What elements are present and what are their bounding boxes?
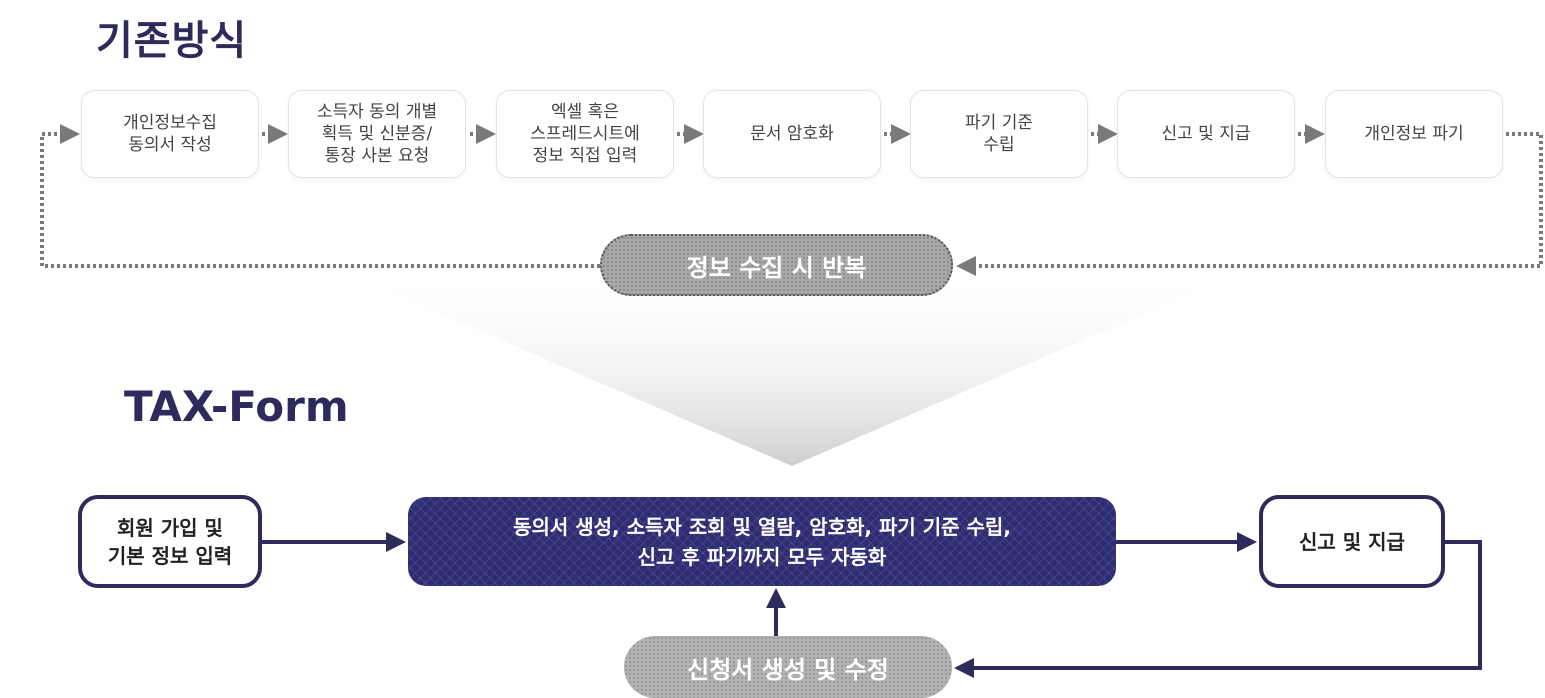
step-label: 엑셀 혹은 스프레드시트에 정보 직접 입력 <box>530 102 640 166</box>
loop-left <box>40 124 600 268</box>
legacy-step-encrypt: 문서 암호화 <box>703 90 881 178</box>
connector-report-apply <box>954 540 1482 678</box>
taxform-report-box: 신고 및 지급 <box>1259 495 1445 588</box>
automation-label: 동의서 생성, 소득자 조회 및 열람, 암호화, 파기 기준 수립, 신고 후… <box>513 514 1011 569</box>
legacy-step-id-request: 소득자 동의 개별 획득 및 신분증/ 통장 사본 요청 <box>288 90 466 178</box>
legacy-step-spreadsheet: 엑셀 혹은 스프레드시트에 정보 직접 입력 <box>496 90 674 178</box>
repeat-label: 정보 수집 시 반복 <box>686 253 867 282</box>
taxform-section-title: TAX-Form <box>124 382 349 431</box>
loop-right <box>956 132 1543 276</box>
taxform-signup-box: 회원 가입 및 기본 정보 입력 <box>78 495 262 588</box>
funnel-shape <box>340 270 1245 466</box>
step-label: 문서 암호화 <box>750 124 834 144</box>
legacy-section-title: 기존방식 <box>96 18 248 64</box>
apply-label: 신청서 생성 및 수정 <box>687 655 889 684</box>
legacy-step-disposal-criteria: 파기 기준 수립 <box>910 90 1088 178</box>
repeat-pill: 정보 수집 시 반복 <box>600 234 953 296</box>
taxform-automation-box: 동의서 생성, 소득자 조회 및 열람, 암호화, 파기 기준 수립, 신고 후… <box>408 497 1116 586</box>
step-label: 파기 기준 수립 <box>965 113 1033 155</box>
step-label: 개인정보 파기 <box>1364 124 1464 144</box>
apply-pill: 신청서 생성 및 수정 <box>624 636 952 698</box>
signup-label: 회원 가입 및 기본 정보 입력 <box>107 515 233 568</box>
legacy-step-report: 신고 및 지급 <box>1117 90 1295 178</box>
step-label: 소득자 동의 개별 획득 및 신분증/ 통장 사본 요청 <box>316 102 438 166</box>
report-label: 신고 및 지급 <box>1299 529 1405 554</box>
legacy-step-consent: 개인정보수집 동의서 작성 <box>81 90 259 178</box>
legacy-step-dispose: 개인정보 파기 <box>1325 90 1503 178</box>
step-label: 개인정보수집 동의서 작성 <box>123 113 217 155</box>
step-label: 신고 및 지급 <box>1161 124 1251 144</box>
